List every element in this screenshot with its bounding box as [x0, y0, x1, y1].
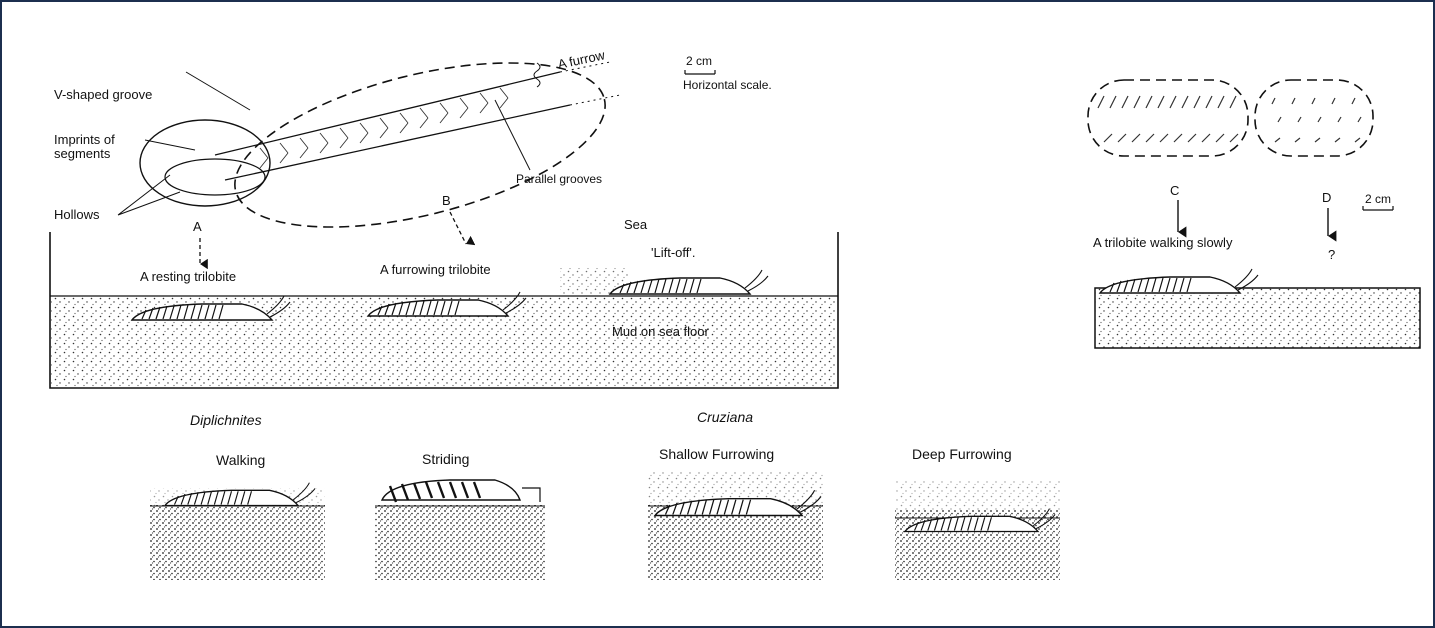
label-v-shaped-groove: V-shaped groove: [54, 88, 152, 102]
label-trilobite-walking-slowly: A trilobite walking slowly: [1093, 236, 1232, 250]
label-furrowing-trilobite: A furrowing trilobite: [380, 263, 491, 277]
label-lift-off: 'Lift-off'.: [651, 246, 695, 260]
label-letter-c: C: [1170, 184, 1179, 198]
striding-panel: [375, 480, 545, 580]
walking-panel: [150, 483, 325, 580]
deep-furrowing-panel: [895, 480, 1060, 580]
label-parallel-grooves: Parallel grooves: [516, 172, 602, 186]
label-question-mark: ?: [1328, 248, 1335, 262]
label-letter-a: A: [193, 220, 202, 234]
label-cruziana: Cruziana: [697, 410, 753, 424]
label-shallow-furrowing: Shallow Furrowing: [659, 447, 774, 461]
label-mud-on-sea-floor: Mud on sea floor: [612, 325, 709, 339]
label-horizontal-scale: Horizontal scale.: [683, 78, 772, 92]
label-resting-trilobite: A resting trilobite: [140, 270, 236, 284]
label-deep-furrowing: Deep Furrowing: [912, 447, 1012, 461]
label-letter-d: D: [1322, 191, 1331, 205]
label-walking: Walking: [216, 453, 265, 467]
label-imprints-of-segments: Imprints of segments: [54, 133, 115, 161]
label-striding: Striding: [422, 452, 469, 466]
label-sea: Sea: [624, 218, 647, 232]
label-scale-2cm: 2 cm: [686, 54, 712, 68]
label-diplichnites: Diplichnites: [190, 413, 262, 427]
label-hollows: Hollows: [54, 208, 100, 222]
right-trace-group: [1088, 80, 1420, 348]
label-letter-b: B: [442, 194, 451, 208]
shallow-furrowing-panel: [648, 472, 823, 580]
label-scale-2cm-right: 2 cm: [1365, 192, 1391, 206]
sea-floor-panel: [50, 232, 838, 388]
